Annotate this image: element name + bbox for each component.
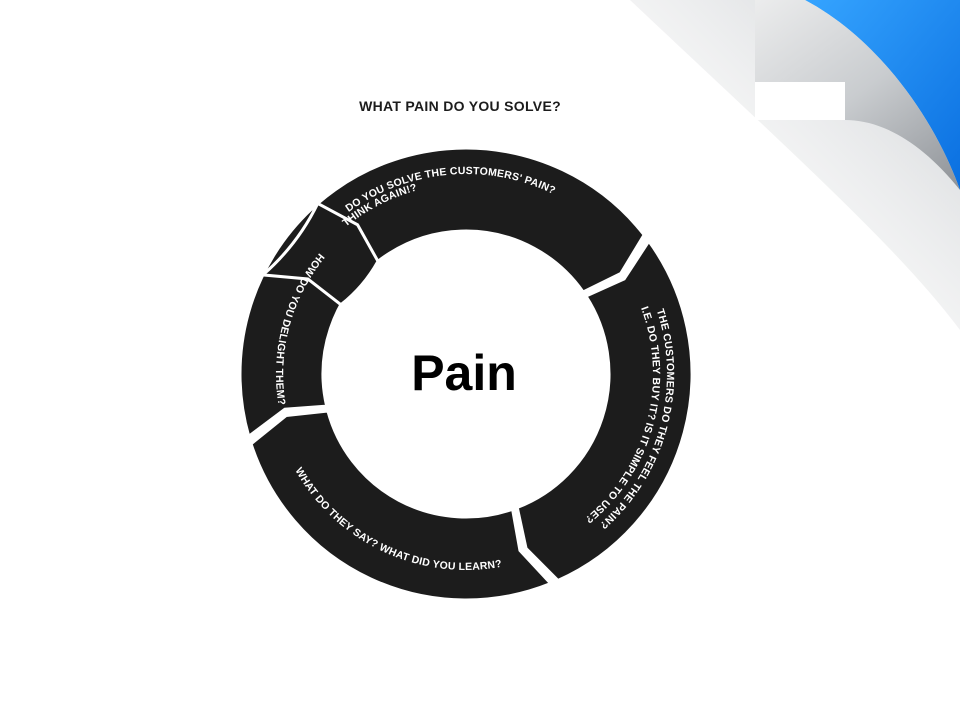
diagram-title: WHAT PAIN DO YOU SOLVE?	[359, 98, 561, 114]
cycle-segment-3	[249, 409, 554, 602]
cycle-segment-5	[259, 201, 380, 307]
cycle-ring	[238, 146, 694, 602]
cycle-segment-2	[515, 238, 694, 583]
center-label: Pain	[411, 345, 517, 401]
